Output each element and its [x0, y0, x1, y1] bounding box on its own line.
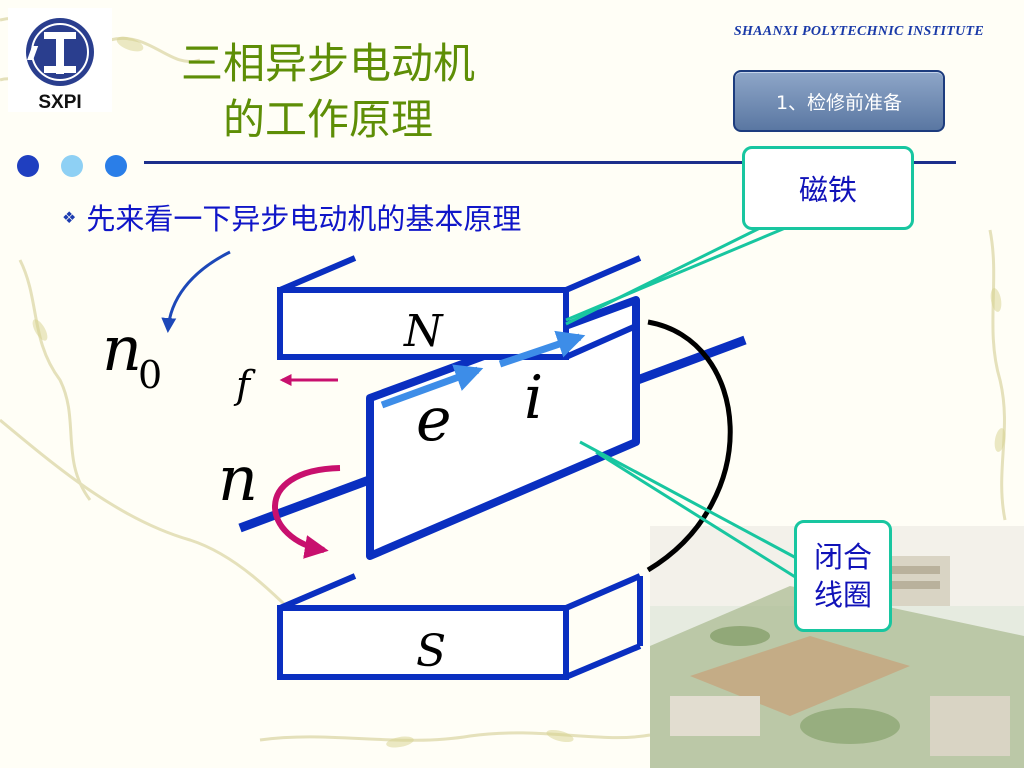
south-magnet — [277, 573, 643, 680]
decorative-dots — [17, 155, 127, 177]
institute-name: SHAANXI POLYTECHNIC INSTITUTE — [733, 24, 984, 39]
pole-label-south: S — [416, 626, 446, 677]
callout-coil-line-1: 闭合 — [813, 540, 872, 574]
callout-closed-coil: 闭合 线圈 — [794, 520, 892, 632]
label-n0: n — [102, 312, 142, 385]
coil-return-arc — [646, 319, 733, 573]
label-i: i — [524, 363, 543, 433]
title-line-1: 三相异步电动机 — [180, 39, 475, 88]
north-magnet — [277, 255, 642, 360]
label-n: n — [218, 442, 258, 515]
bullet-item: ❖ 先来看一下异步电动机的基本原理 — [62, 196, 521, 238]
current-arrow-1 — [380, 364, 484, 409]
header-divider — [144, 161, 956, 164]
label-e: e — [416, 385, 452, 455]
current-arrow-2 — [498, 330, 586, 368]
title-line-2: 的工作原理 — [222, 95, 433, 144]
bullet-text: 先来看一下异步电动机的基本原理 — [86, 202, 522, 236]
bullet-diamond-icon: ❖ — [62, 207, 77, 227]
rotor-rotation-arrow — [272, 465, 341, 559]
logo-wordmark: SXPI — [38, 92, 81, 112]
field-rotation-arrow — [161, 250, 231, 333]
callout-magnet: 磁铁 — [742, 146, 914, 230]
pole-label-north: N — [403, 306, 444, 357]
slide-title: 三相异步电动机 的工作原理 — [118, 36, 538, 148]
label-n0-subscript: 0 — [138, 353, 162, 397]
sxpi-logo: SXPI — [8, 8, 112, 112]
callout-coil-line-2: 线圈 — [813, 578, 872, 612]
label-f: f — [233, 363, 256, 407]
section-button[interactable]: 1、检修前准备 — [733, 70, 945, 132]
